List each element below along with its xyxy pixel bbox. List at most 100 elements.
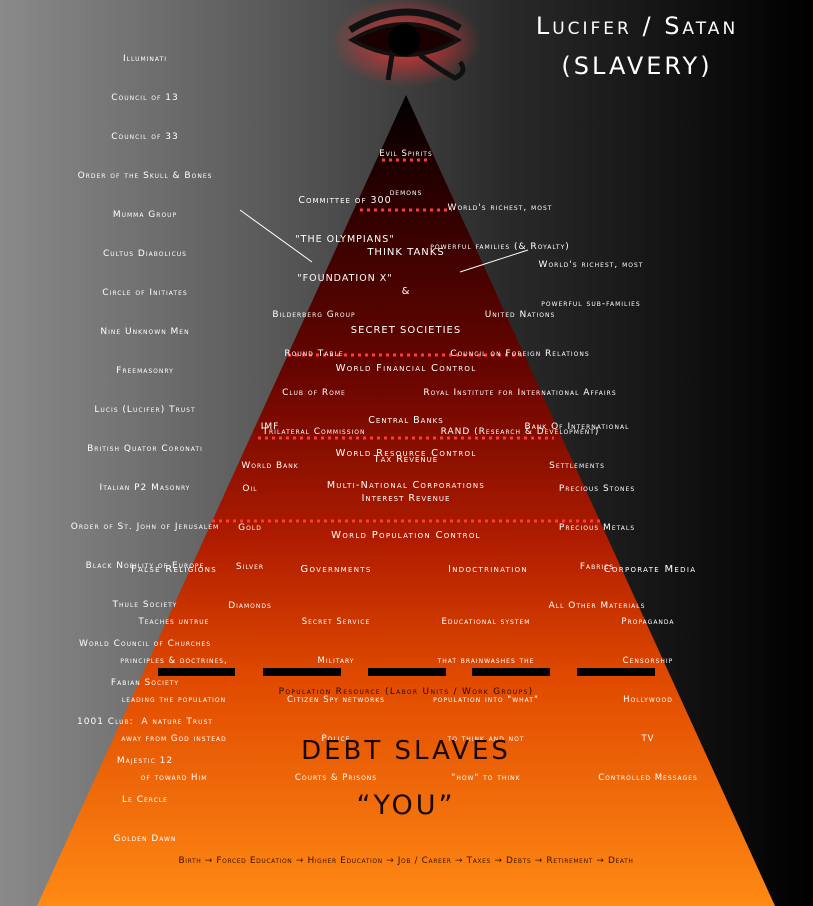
note-line: powerful sub-families	[541, 299, 641, 309]
list-item: Propaganda	[621, 617, 675, 627]
list-item: IMF	[260, 422, 280, 432]
column-head: Indoctrination	[448, 564, 528, 575]
list-item: Cultus Diabolicus	[103, 249, 187, 259]
indoctrination-list: Educational system that brainwashes the …	[433, 590, 539, 798]
list-item: United Nations	[484, 310, 556, 320]
column-head: Governments	[300, 564, 372, 575]
list-item: to think and not	[447, 734, 525, 744]
list-item: Thule Society	[112, 600, 178, 610]
black-dash-separators	[158, 668, 655, 676]
list-item: World Council of Churches	[78, 639, 212, 649]
list-item: Club of Rome	[282, 388, 346, 398]
tier2-line: powerful families (& Royalty)	[430, 242, 570, 252]
list-item: Trilateral Commission	[262, 427, 366, 437]
list-item: that brainwashes the	[437, 656, 535, 666]
column-head: False Religions	[131, 564, 217, 575]
list-item: Majestic 12	[116, 756, 174, 766]
connector-lines	[239, 209, 529, 273]
tier3-right-list: United Nations Council on Foreign Relati…	[423, 283, 616, 452]
list-item: Nine Unknown Men	[100, 327, 190, 337]
tier2-line: World's richest, most	[447, 203, 553, 213]
list-item: Courts & Prisons	[294, 773, 378, 783]
financial-center: Central Banks Tax Revenue Interest Reven…	[362, 388, 451, 518]
list-item: Round Table	[284, 349, 344, 359]
apex-line: Evil Spirits	[379, 149, 433, 159]
list-item: Royal Institute for International Affair…	[423, 388, 617, 398]
list-item: Order of St. John of Jerusalem	[70, 522, 220, 532]
financial-title: World Financial Control	[335, 363, 477, 374]
list-item: Order of the Skull & Bones	[77, 171, 213, 181]
list-item: Police	[321, 734, 351, 744]
note-line: World's richest, most	[538, 260, 644, 270]
list-item: population into "what"	[433, 695, 539, 705]
list-item: Le Cercle	[122, 795, 168, 805]
tier2-left: Committee of 300 "THE OLYMPIANS" "FOUNDA…	[295, 168, 394, 298]
list-item: Illuminati	[123, 54, 167, 64]
title-line-2: (SLAVERY)	[561, 52, 713, 80]
governments-list: Secret Service Military Citizen Spy netw…	[287, 590, 385, 798]
list-item: Freemasonry	[116, 366, 174, 376]
tier-dividers	[212, 158, 600, 523]
list-item: Precious Stones	[558, 484, 636, 494]
list-item: Settlements	[549, 461, 605, 471]
list-item: Italian P2 Masonry	[99, 483, 191, 493]
list-item: Hollywood	[623, 695, 673, 705]
list-item: Council on Foreign Relations	[450, 349, 590, 359]
list-item: Controlled Messages	[598, 773, 698, 783]
title-line-1: Lucifer / Satan	[535, 12, 739, 40]
corporate-media-list: Propaganda Censorship Hollywood TV Contr…	[598, 590, 698, 798]
list-item: 1001 Club: A nature Trust	[77, 717, 213, 727]
list-item: Black Nobility of Europe	[85, 561, 205, 571]
tier3-line: SECRET SOCIETIES	[350, 325, 462, 336]
list-item: Diamonds	[228, 601, 272, 611]
tier2-line: Committee of 300	[298, 195, 392, 206]
list-item: Central Banks	[368, 415, 444, 426]
resource-title: World Resource Control	[335, 448, 477, 459]
list-item: Bilderberg Group	[272, 310, 356, 320]
list-item: Golden Dawn	[113, 834, 177, 844]
list-item: Bank Of International	[524, 422, 630, 432]
eye-of-horus-icon	[331, 0, 481, 87]
column-head: Corporate Media	[603, 564, 697, 575]
sub-families-note: World's richest, most powerful sub-famil…	[539, 233, 644, 324]
tier2-line: "THE OLYMPIANS"	[295, 234, 395, 245]
resource-left: Oil Gold Silver Diamonds	[228, 457, 272, 626]
list-item: away from God instead	[121, 734, 227, 744]
financial-right: Bank Of International Settlements	[525, 395, 630, 486]
resource-right: Precious Stones Precious Metals Fabrics …	[549, 457, 646, 626]
list-item: British Quator Coronati	[87, 444, 203, 454]
list-item: "how" to think	[451, 773, 521, 783]
debt-slaves-heading: DEBT SLAVES	[301, 736, 511, 766]
list-item: All Other Materials	[548, 601, 646, 611]
list-item: leading the population	[121, 695, 227, 705]
tier3-line: THINK TANKS	[367, 247, 445, 258]
list-item: Military	[317, 656, 355, 666]
financial-left: IMF World Bank	[241, 395, 298, 486]
tier3-line: &	[401, 286, 411, 297]
list-item: Gold	[238, 523, 262, 533]
list-item: Censorship	[622, 656, 674, 666]
list-item: Precious Metals	[558, 523, 636, 533]
list-item: Oil	[242, 484, 258, 494]
left-column-list: Illuminati Council of 13 Council of 33 O…	[71, 27, 219, 859]
pyramid	[37, 95, 775, 906]
list-item: Mumma Group	[112, 210, 178, 220]
list-item: Fabian Society	[110, 678, 180, 688]
list-item: RAND (Research & Development)	[440, 427, 600, 437]
page-title: Lucifer / Satan (SLAVERY)	[482, 6, 792, 86]
tier2-right: World's richest, most powerful families …	[430, 176, 570, 267]
list-item: Citizen Spy networks	[287, 695, 385, 705]
life-path: Birth → Forced Education → Higher Educat…	[178, 856, 634, 866]
list-item: of toward Him	[140, 773, 208, 783]
population-resource-label: Population Resource (Labor Units / Work …	[278, 687, 534, 697]
list-item: Lucis (Lucifer) Trust	[94, 405, 196, 415]
tier2-line: "FOUNDATION X"	[297, 273, 393, 284]
you-heading: “YOU”	[356, 790, 456, 821]
list-item: Secret Service	[301, 617, 371, 627]
list-item: Tax Revenue	[373, 454, 439, 465]
list-item: Fabrics	[579, 562, 615, 572]
list-item: principles & doctrines,	[120, 656, 228, 666]
apex-label: Evil Spirits demons	[379, 122, 433, 213]
list-item: Educational system	[441, 617, 531, 627]
